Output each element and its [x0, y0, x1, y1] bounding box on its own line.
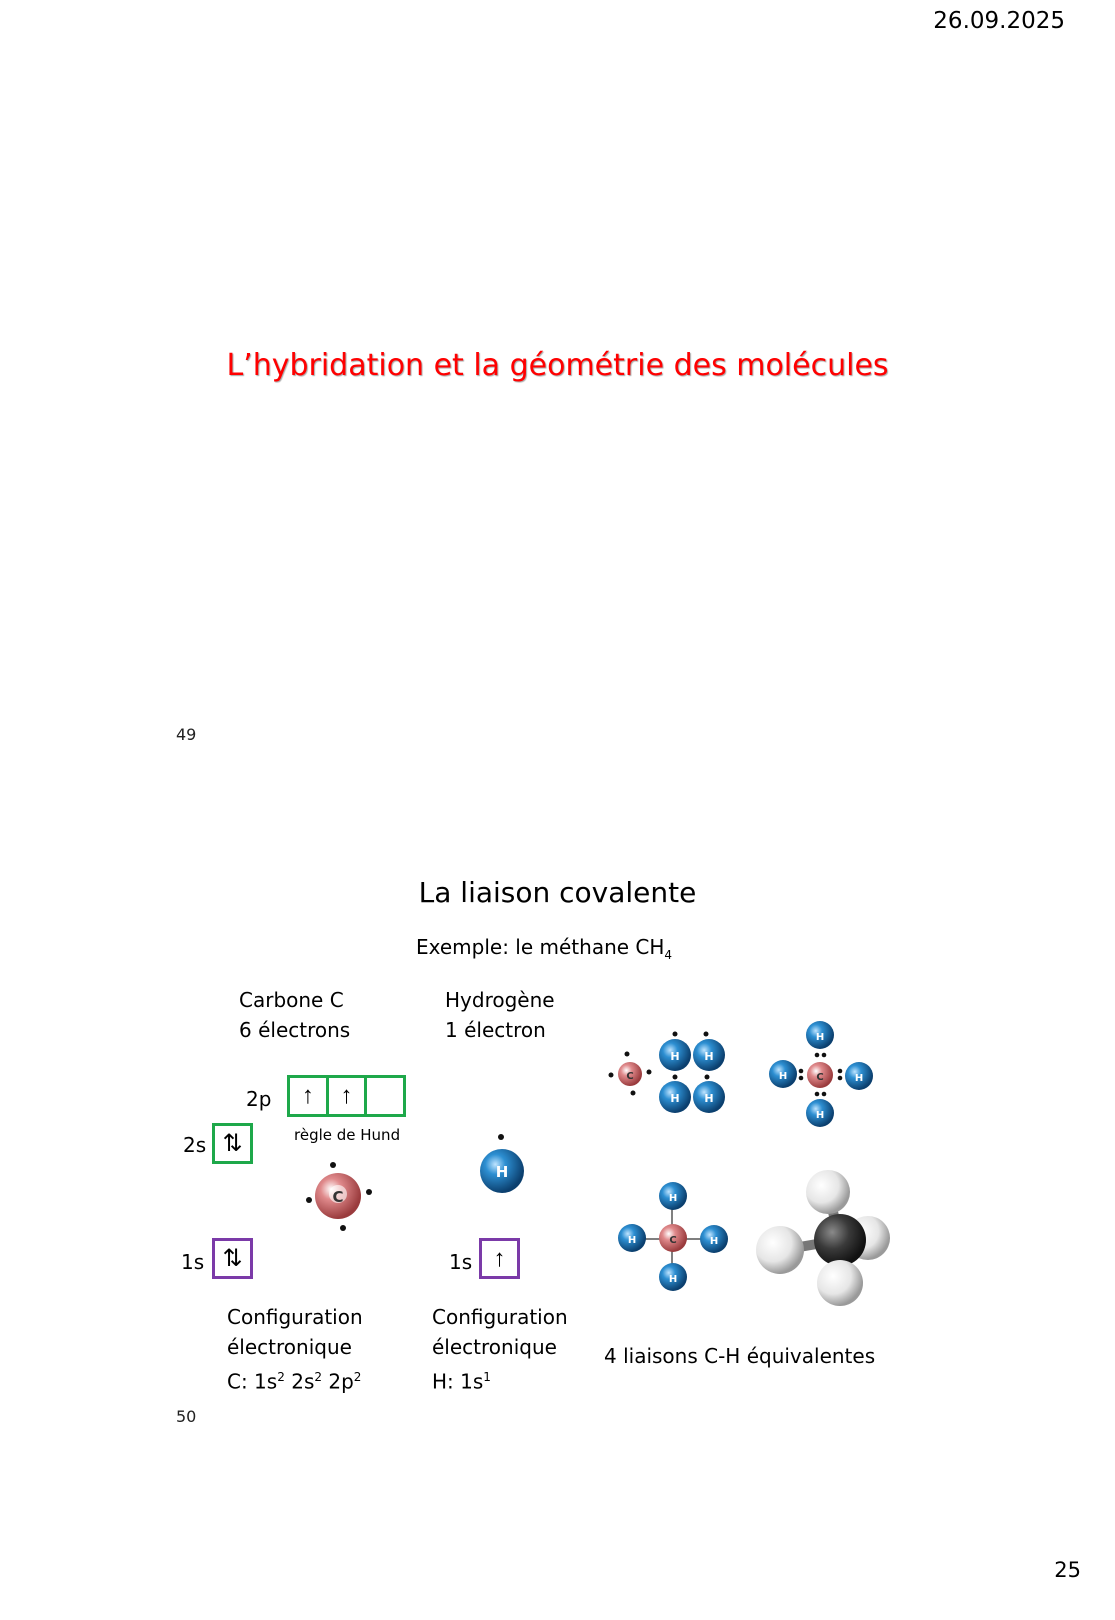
hund-rule: règle de Hund	[294, 1126, 401, 1144]
struct-h4-letter: H	[710, 1236, 718, 1247]
label-2p: 2p	[246, 1087, 272, 1111]
carbon-electrons: 6 électrons	[239, 1018, 351, 1042]
orbital-2p-cell-2: ↑	[329, 1078, 368, 1114]
config-hydrogen-formula: H: 1s1	[432, 1362, 568, 1397]
config-carbon-line2: électronique	[227, 1335, 352, 1359]
struct-h2-letter: H	[669, 1274, 677, 1285]
carbon-heading: Carbone C 6 électrons	[239, 985, 350, 1045]
example-text: Exemple: le méthane CH	[416, 935, 665, 959]
ball-and-stick-model-icon	[756, 1170, 890, 1306]
config-c-sup1: 2	[277, 1370, 285, 1384]
config-c-part2: 2s	[284, 1369, 315, 1394]
slide1-number: 49	[176, 725, 197, 744]
hydrogen-heading: Hydrogène 1 électron	[445, 985, 555, 1045]
orbital-1s-box: ⇅	[212, 1238, 253, 1279]
config-hydrogen-line1: Configuration	[432, 1305, 568, 1329]
example-line: Exemple: le méthane CH4	[416, 932, 672, 970]
struct-carbon-letter: C	[669, 1235, 676, 1246]
label-2s: 2s	[183, 1133, 207, 1157]
carbon-name: Carbone C	[239, 988, 344, 1012]
sep-h1-letter: H	[670, 1050, 679, 1063]
separated-atoms-icon: C H H H H	[608, 1031, 725, 1113]
sep-h3-letter: H	[670, 1092, 679, 1105]
config-c-sup3: 2	[353, 1370, 362, 1384]
lewis-h2-letter: H	[816, 1110, 824, 1121]
methane-diagrams: C H H H H C H H H H C H H H H	[608, 1021, 890, 1306]
hydrogen-atom-icon: H	[480, 1134, 524, 1193]
bonds-caption: 4 liaisons C-H équivalentes	[604, 1344, 876, 1368]
sep-carbon-letter: C	[626, 1071, 633, 1082]
lewis-structure-icon: C H H H H	[769, 1021, 873, 1127]
config-hydrogen-line2: électronique	[432, 1335, 557, 1359]
config-carbon-line1: Configuration	[227, 1305, 363, 1329]
struct-h3-letter: H	[628, 1235, 636, 1246]
page-number: 25	[1054, 1558, 1081, 1582]
sep-h4-letter: H	[704, 1092, 713, 1105]
lewis-h4-letter: H	[855, 1073, 863, 1084]
sep-h2-letter: H	[704, 1050, 713, 1063]
config-hydrogen: Configuration électronique H: 1s1	[432, 1302, 568, 1397]
config-carbon: Configuration électronique C: 1s2 2s2 2p…	[227, 1302, 363, 1397]
config-h-sup1: 1	[483, 1370, 491, 1384]
struct-h1-letter: H	[669, 1193, 677, 1204]
example-subscript: 4	[664, 948, 673, 962]
orbital-2p-cell-1: ↑	[290, 1078, 329, 1114]
orbital-2p-cell-3	[367, 1078, 403, 1114]
slide2-title: La liaison covalente	[418, 876, 697, 909]
slide1-title: L’hybridation et la géométrie des molécu…	[226, 348, 889, 383]
config-c-part1: C: 1s	[227, 1369, 278, 1394]
slide2-number: 50	[176, 1407, 197, 1426]
page-date: 26.09.2025	[933, 8, 1065, 34]
orbital-h-1s-box: ↑	[479, 1238, 520, 1279]
label-1s: 1s	[181, 1250, 205, 1274]
lewis-carbon-letter: C	[816, 1072, 823, 1083]
config-h-part1: H: 1s	[432, 1369, 484, 1394]
structural-formula-icon: C H H H H	[618, 1182, 728, 1291]
hydrogen-atom-letter: H	[496, 1163, 509, 1181]
orbital-2p-box: ↑ ↑	[287, 1075, 406, 1117]
hydrogen-electrons: 1 électron	[445, 1018, 546, 1042]
config-c-sup2: 2	[314, 1370, 323, 1384]
label-h-1s: 1s	[449, 1250, 473, 1274]
lewis-h1-letter: H	[816, 1032, 824, 1043]
carbon-atom-letter: C	[332, 1188, 343, 1206]
hydrogen-name: Hydrogène	[445, 988, 555, 1012]
orbital-2s-box: ⇅	[212, 1123, 253, 1164]
lewis-h3-letter: H	[779, 1071, 787, 1082]
config-c-part3: 2p	[322, 1369, 354, 1394]
config-carbon-formula: C: 1s2 2s2 2p2	[227, 1362, 363, 1397]
carbon-atom-icon: C	[306, 1162, 372, 1231]
